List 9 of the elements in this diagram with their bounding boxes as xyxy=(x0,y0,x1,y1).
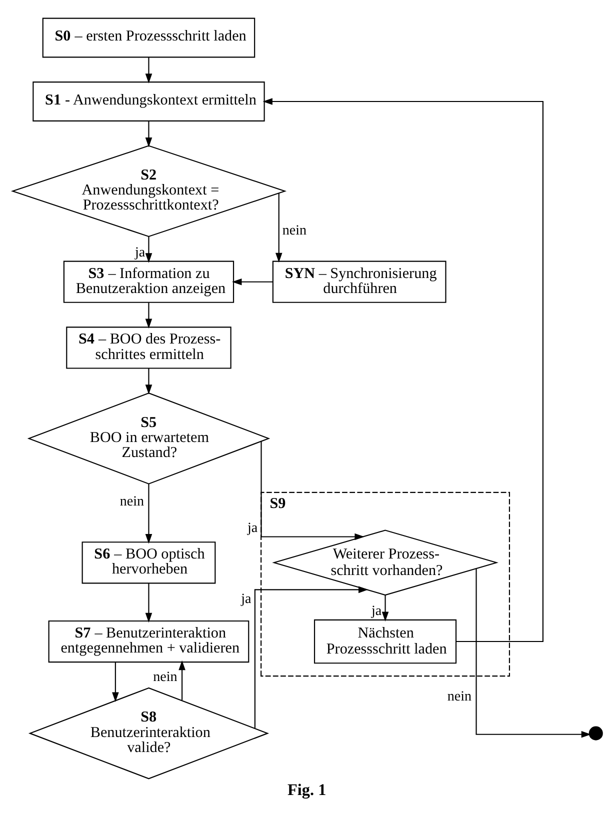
caption: Fig. 1 xyxy=(288,780,326,798)
edge-label: nein xyxy=(120,492,144,509)
edge-label: ja xyxy=(247,520,258,536)
edge-label: nein xyxy=(153,668,178,685)
edge-label: ja xyxy=(371,602,382,618)
edge-label: ja xyxy=(241,590,252,606)
edge-label: ja xyxy=(134,244,146,260)
edge-label: nein xyxy=(282,222,307,238)
edge-label: nein xyxy=(447,688,472,704)
